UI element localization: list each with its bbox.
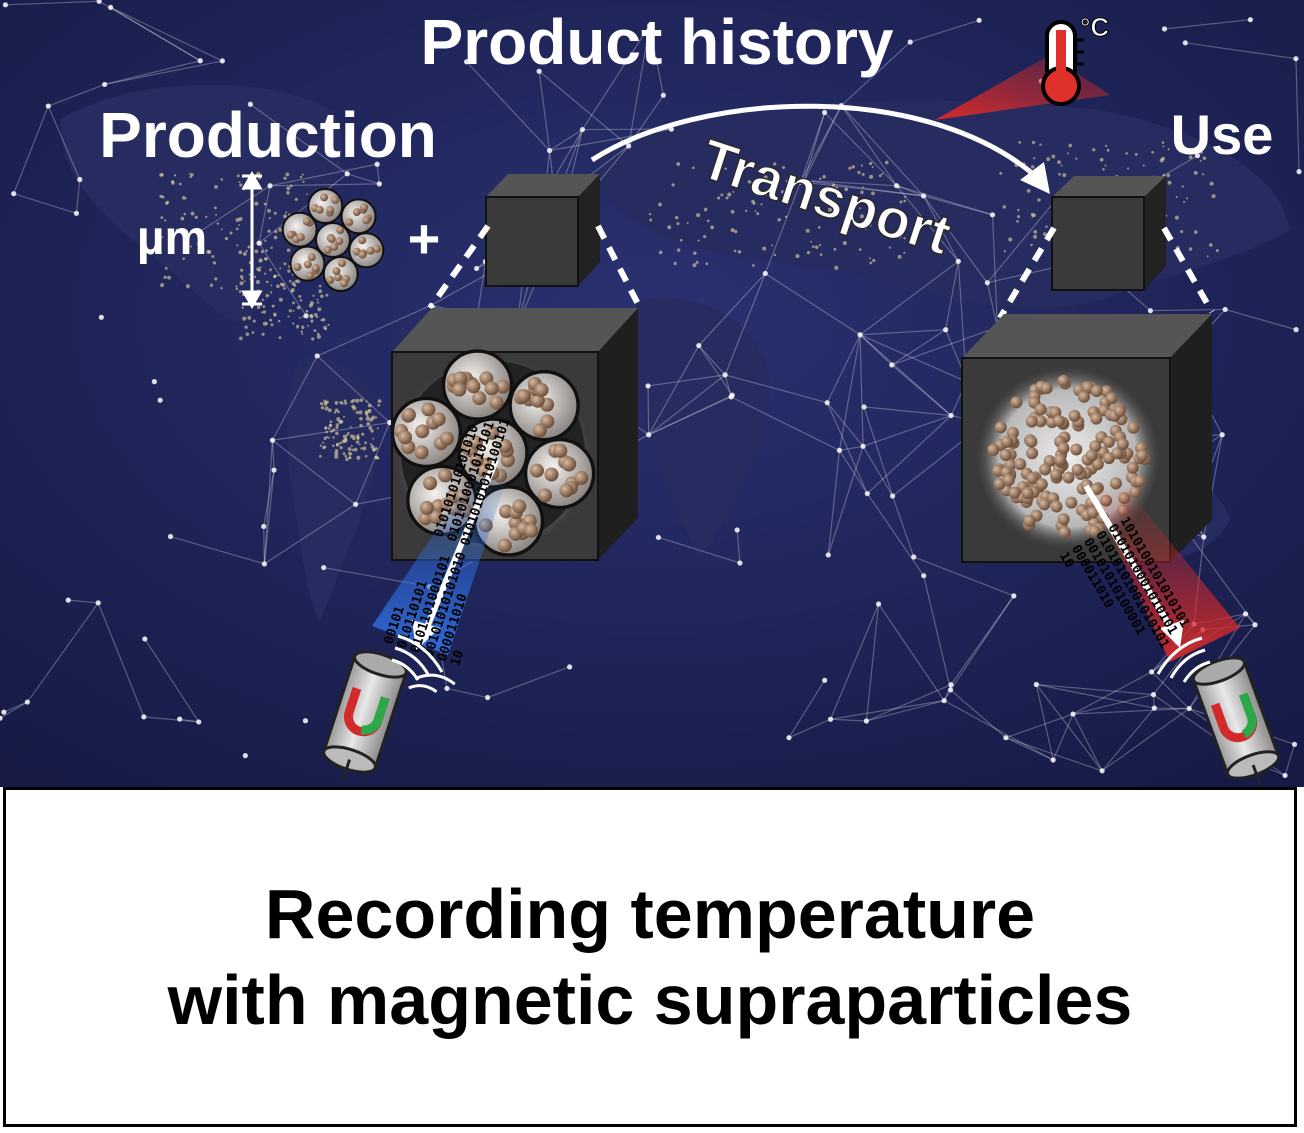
- magnet-sensor-right: [1191, 656, 1281, 787]
- magnet-sensor-left: [321, 650, 456, 781]
- small-cube-use: [1051, 176, 1166, 291]
- thermometer-icon: °C: [935, 12, 1110, 120]
- supraparticle-cluster-small: [281, 188, 385, 292]
- caption-line-1: Recording temperature: [264, 875, 1036, 953]
- stage-label-use: Use: [1171, 103, 1274, 166]
- caption-line-2: with magnetic supraparticles: [167, 961, 1133, 1039]
- signal-waves-right: [1156, 636, 1211, 683]
- small-cube-production: [485, 174, 600, 287]
- caption-box: Recording temperature with magnetic supr…: [3, 787, 1297, 1127]
- large-cube-use: [961, 314, 1212, 563]
- readout-beam-hot: [1083, 480, 1240, 662]
- continent-south-america: [287, 358, 380, 620]
- continent-north-america: [60, 84, 343, 322]
- signal-waves-left: [391, 634, 444, 681]
- scale-label: µm: [137, 212, 207, 265]
- binary-line: 10: [1056, 550, 1077, 571]
- continent-africa: [630, 298, 770, 560]
- zoom-lines: [427, 224, 1215, 320]
- transport-arrow: [590, 103, 1050, 194]
- supraparticle-cluster-large: [390, 349, 596, 557]
- plus-sign: +: [408, 207, 441, 270]
- title-product-history: Product history: [421, 6, 894, 78]
- celsius-label: °C: [1080, 12, 1109, 42]
- readout-beam-cold: [372, 458, 510, 655]
- binary-line: 10: [448, 648, 467, 668]
- scale-bar: [241, 170, 263, 310]
- stage-label-production: Production: [99, 99, 437, 171]
